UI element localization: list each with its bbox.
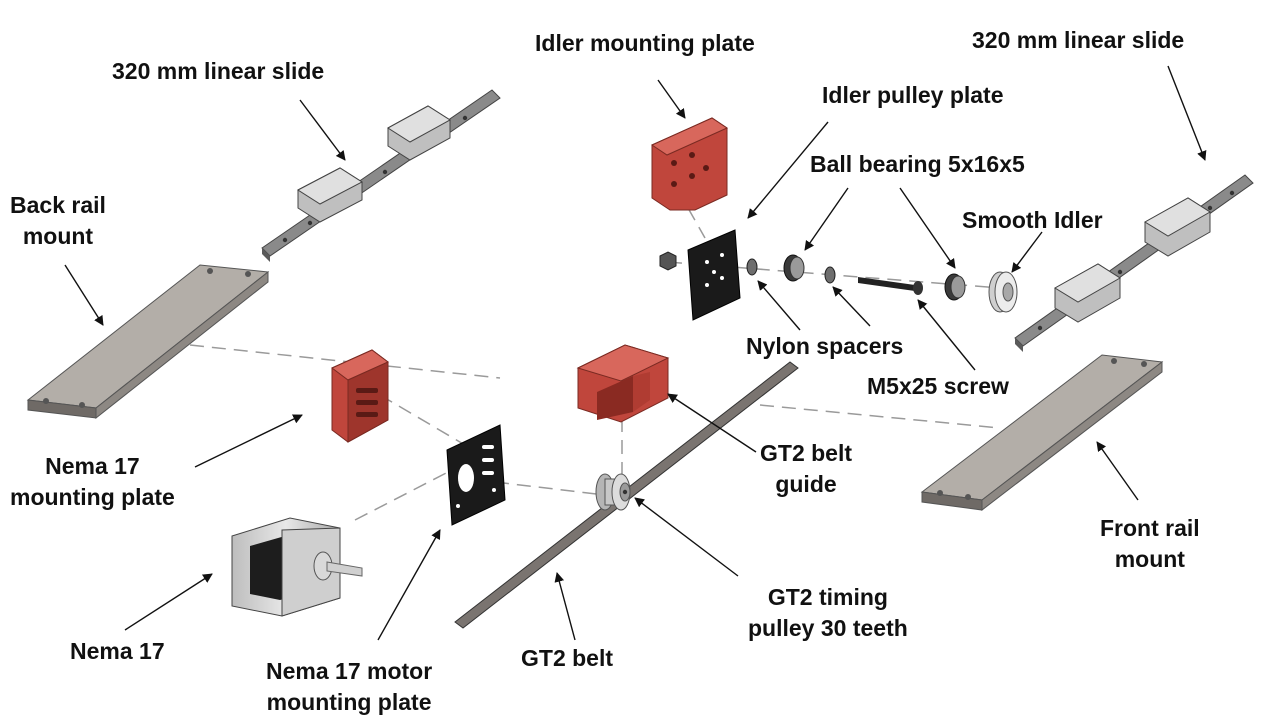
label-idler-pulley-plate: Idler pulley plate xyxy=(822,82,1004,108)
label-gt2-belt: GT2 belt xyxy=(521,645,614,671)
nema17-mounting-plate xyxy=(331,349,389,443)
nema17-motor-mounting-plate xyxy=(446,424,506,526)
idler-mounting-plate xyxy=(650,117,729,211)
nema17-motor xyxy=(231,517,363,617)
left-linear-slide xyxy=(261,89,501,262)
right-linear-slide xyxy=(1014,174,1254,352)
idler-hardware-stack xyxy=(659,251,1018,313)
leader-arrows xyxy=(64,65,1207,641)
label-nema17: Nema 17 xyxy=(70,638,165,664)
label-right-linear-slide: 320 mm linear slide xyxy=(972,27,1185,53)
gt2-belt-guide xyxy=(576,344,670,423)
label-ball-bearing: Ball bearing 5x16x5 xyxy=(810,151,1025,177)
gt2-timing-pulley xyxy=(595,473,631,511)
front-rail-mount xyxy=(920,354,1164,512)
label-idler-mounting-plate: Idler mounting plate xyxy=(535,30,755,56)
label-smooth-idler: Smooth Idler xyxy=(962,207,1103,233)
label-nylon-spacers: Nylon spacers xyxy=(746,333,904,359)
label-m5x25-screw: M5x25 screw xyxy=(867,373,1009,399)
idler-pulley-plate xyxy=(687,229,741,321)
label-left-linear-slide: 320 mm linear slide xyxy=(112,58,325,84)
back-rail-mount xyxy=(26,264,270,420)
